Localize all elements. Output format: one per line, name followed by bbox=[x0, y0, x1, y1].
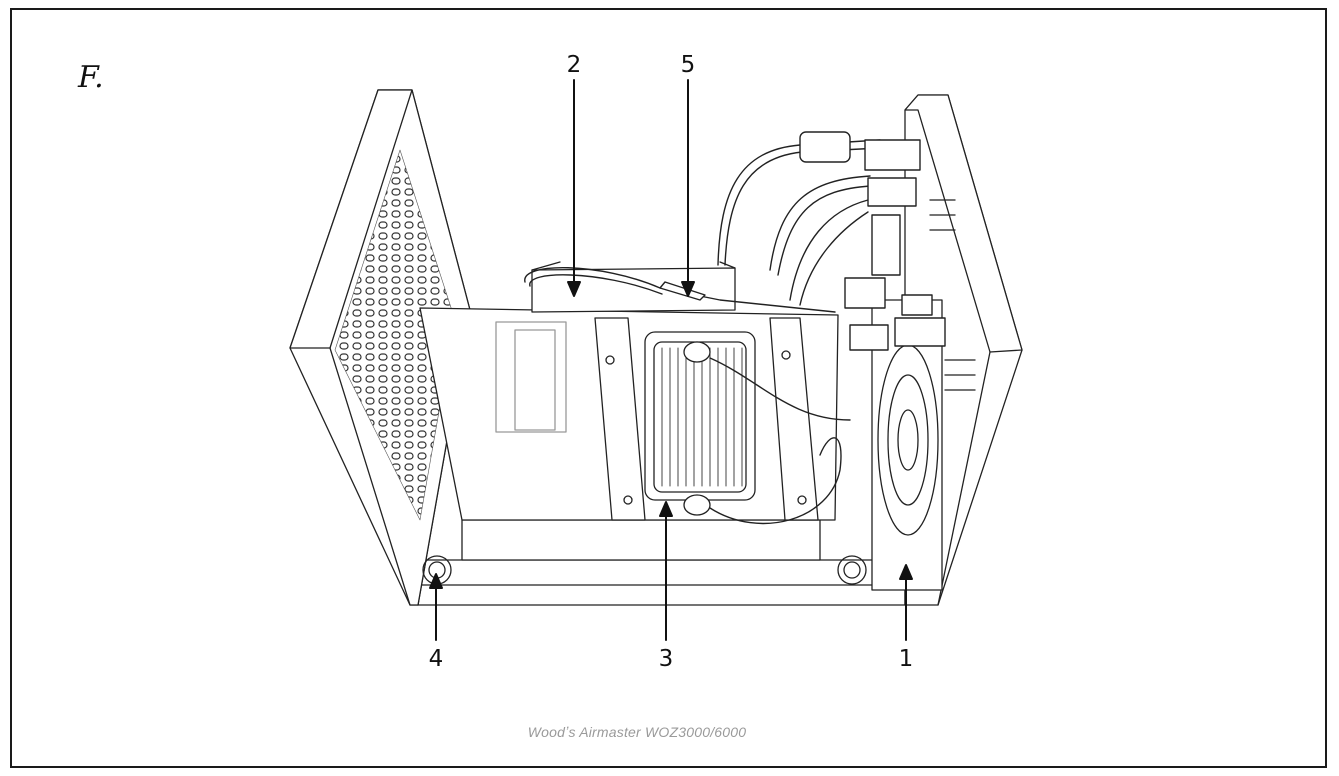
base-plate bbox=[417, 519, 906, 606]
figure-caption: Woodʼs Airmaster WOZ3000/6000 bbox=[527, 724, 747, 740]
heat-sink bbox=[644, 331, 756, 516]
callout-4: 4 bbox=[428, 646, 444, 672]
callout-2: 2 bbox=[566, 52, 582, 78]
callout-5: 5 bbox=[680, 52, 696, 78]
wiring bbox=[524, 131, 946, 525]
left-end-panel bbox=[289, 89, 471, 606]
figure-letter: F. bbox=[78, 60, 104, 95]
callout-1: 1 bbox=[898, 646, 914, 672]
callout-3: 3 bbox=[658, 646, 674, 672]
transformer bbox=[531, 261, 736, 313]
leader-arrows bbox=[429, 79, 913, 641]
brackets bbox=[594, 317, 819, 521]
